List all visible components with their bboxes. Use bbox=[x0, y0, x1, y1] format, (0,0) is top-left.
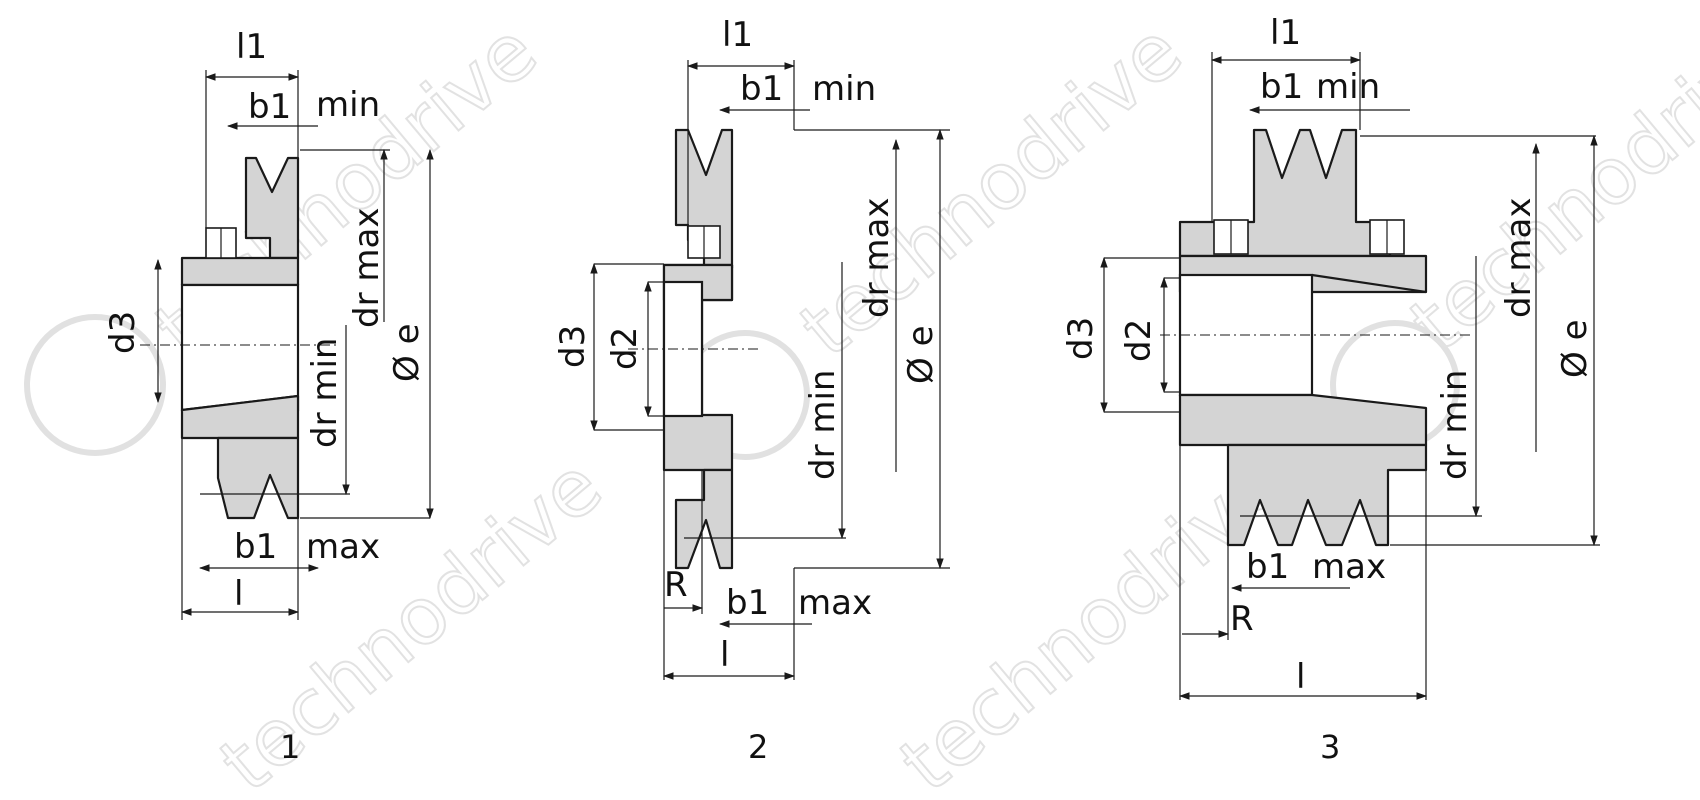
fig2-label-dr-max: dr max bbox=[857, 198, 897, 318]
fig2-label-r: R bbox=[664, 565, 688, 605]
fig2-label-b1-top: b1 bbox=[740, 69, 783, 109]
fig1-label-l1: l1 bbox=[236, 27, 267, 67]
fig3-label-l: l bbox=[1296, 657, 1305, 697]
fig3-label-l1: l1 bbox=[1270, 13, 1301, 53]
fig2-caption: 2 bbox=[748, 728, 768, 766]
fig1-label-b1-top: b1 bbox=[248, 87, 291, 127]
figure-2: l1 b1 min dr max Ø e d3 d2 dr min R b1 m… bbox=[553, 15, 950, 766]
fig1-label-l: l bbox=[234, 574, 243, 614]
watermark-text-4: technodrive bbox=[204, 441, 618, 800]
fig2-label-l1: l1 bbox=[722, 15, 753, 55]
fig2-lower-groove-section bbox=[674, 468, 734, 570]
fig1-label-b1-bottom: b1 bbox=[234, 527, 277, 567]
fig2-label-dr-min: dr min bbox=[803, 370, 843, 480]
fig1-upper-groove-section bbox=[244, 156, 300, 260]
fig1-bore bbox=[180, 283, 300, 412]
fig3-lower-groove-section bbox=[1226, 443, 1428, 547]
fig3-label-b1-bottom: b1 bbox=[1246, 547, 1289, 587]
fig1-label-dr-max: dr max bbox=[347, 208, 387, 328]
fig3-caption: 3 bbox=[1320, 728, 1340, 766]
fig1-upper-hub bbox=[180, 256, 300, 287]
fig1-label-dr-min: dr min bbox=[305, 338, 345, 448]
fig2-label-max: max bbox=[798, 583, 872, 623]
figure-3: l1 b1 min dr max Ø e d3 d2 dr min R b1 m… bbox=[1061, 13, 1600, 766]
fig3-label-min: min bbox=[1316, 67, 1380, 107]
fig1-label-diam-e: Ø e bbox=[387, 324, 427, 383]
fig2-label-d2: d2 bbox=[605, 327, 645, 370]
fig3-label-dr-min: dr min bbox=[1435, 370, 1475, 480]
fig2-label-min: min bbox=[812, 69, 876, 109]
fig3-label-dr-max: dr max bbox=[1499, 198, 1539, 318]
fig1-caption: 1 bbox=[280, 728, 300, 766]
fig2-label-d3: d3 bbox=[553, 325, 593, 368]
fig1-lower-groove-section bbox=[216, 436, 300, 520]
fig3-label-r: R bbox=[1230, 599, 1254, 639]
watermark-logo-1 bbox=[24, 314, 166, 456]
fig2-label-diam-e: Ø e bbox=[901, 326, 941, 385]
watermark-text-3: technodrive bbox=[1394, 1, 1700, 369]
fig3-lower-hub bbox=[1178, 393, 1428, 447]
figure-1: l1 b1 min dr max Ø e d3 dr min b1 max l … bbox=[103, 27, 434, 766]
fig3-label-b1-top: b1 bbox=[1260, 67, 1303, 107]
fig2-label-b1-bottom: b1 bbox=[726, 583, 769, 623]
fig3-label-d2: d2 bbox=[1119, 319, 1159, 362]
fig1-label-max: max bbox=[306, 527, 380, 567]
fig2-label-l: l bbox=[720, 635, 729, 675]
fig3-label-diam-e: Ø e bbox=[1555, 320, 1595, 379]
fig3-label-d3: d3 bbox=[1061, 317, 1101, 360]
fig1-label-d3: d3 bbox=[103, 311, 143, 354]
fig3-label-max: max bbox=[1312, 547, 1386, 587]
fig1-label-min: min bbox=[316, 85, 380, 125]
